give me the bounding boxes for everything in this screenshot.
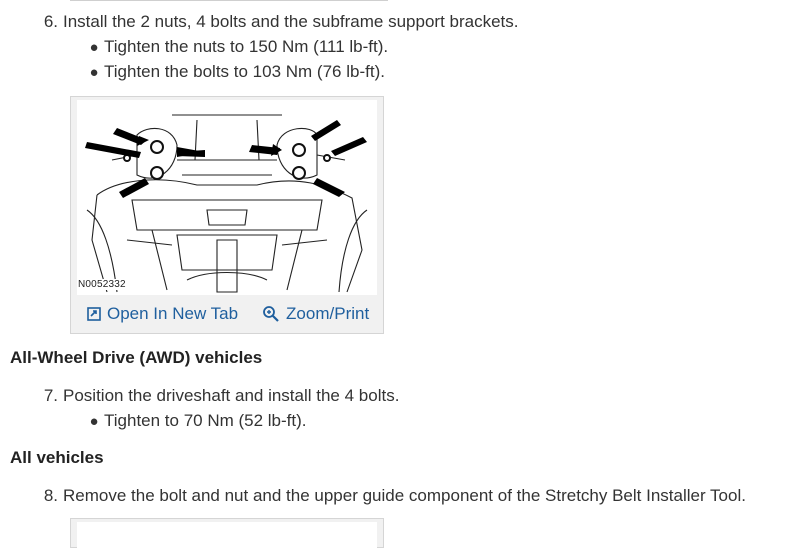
previous-figure-frame [70,0,388,1]
subframe-diagram-image[interactable] [77,100,377,295]
step-text: Remove the bolt and nut and the upper gu… [63,486,746,505]
bullet-text: Tighten the bolts to 103 Nm (76 lb-ft). [104,62,385,81]
figure-code: N0052332 [78,279,126,290]
open-new-tab-label: Open In New Tab [107,304,239,323]
list-item: ● Tighten the nuts to 150 Nm (111 lb-ft). [84,37,388,58]
step-number: 8. [43,486,58,505]
step-text: Position the driveshaft and install the … [63,386,400,405]
list-item: ● Tighten to 70 Nm (52 lb-ft). [84,411,307,432]
bullet-dot: ● [89,64,99,81]
list-item: ● Tighten the bolts to 103 Nm (76 lb-ft). [84,62,385,83]
section-heading-awd: All-Wheel Drive (AWD) vehicles [10,348,263,367]
next-figure-panel [70,518,384,552]
next-figure-image [77,522,377,552]
zoom-icon [263,306,279,322]
figure-panel: N0052332 Open In New Tab Zoom/Print [70,96,384,334]
step-8: 8. Remove the bolt and nut and the upper … [38,486,746,506]
zoom-print-label: Zoom/Print [286,304,370,323]
open-new-tab-link[interactable]: Open In New Tab [87,304,238,324]
bullet-text: Tighten the nuts to 150 Nm (111 lb-ft). [104,37,389,56]
step-number: 6. [43,12,58,31]
bullet-dot: ● [89,39,99,56]
section-heading-all: All vehicles [10,448,104,467]
step-7: 7. Position the driveshaft and install th… [38,386,400,406]
step-number: 7. [43,386,58,405]
bullet-text: Tighten to 70 Nm (52 lb-ft). [104,411,307,430]
subframe-diagram [85,114,368,293]
step-text: Install the 2 nuts, 4 bolts and the subf… [63,12,519,31]
figure-actions: Open In New Tab Zoom/Print [71,297,383,331]
step-6: 6. Install the 2 nuts, 4 bolts and the su… [38,12,519,32]
open-new-tab-icon [87,307,101,321]
zoom-print-link[interactable]: Zoom/Print [262,304,369,324]
bullet-dot: ● [89,413,99,430]
